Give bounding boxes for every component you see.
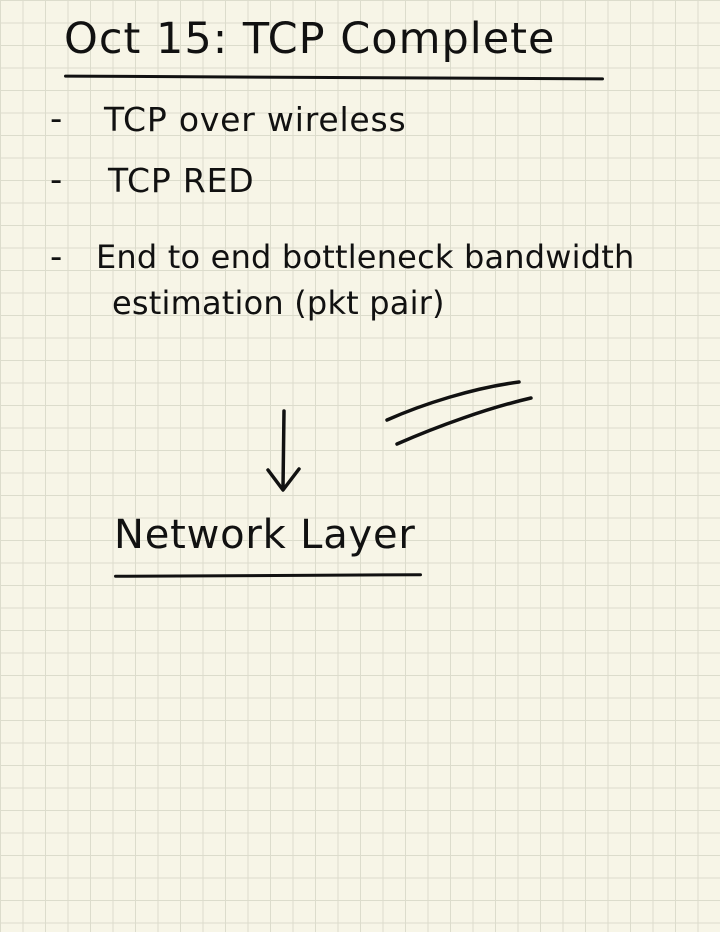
page-title: Oct 15: TCP Complete <box>64 14 556 64</box>
down-arrow-icon <box>266 409 301 492</box>
title-underline <box>63 74 605 81</box>
bullet-item-tcp-over-wireless: TCP over wireless <box>104 100 407 139</box>
bullet-marker: - <box>50 160 63 200</box>
bullet-item-tcp-red: TCP RED <box>108 161 255 200</box>
heading-underline <box>113 573 423 578</box>
bullet-item-bandwidth-estimation-line2: estimation (pkt pair) <box>112 284 445 322</box>
bullet-marker: - <box>50 237 63 277</box>
bullet-marker: - <box>50 99 63 139</box>
bullet-item-bandwidth-estimation-line1: End to end bottleneck bandwidth <box>96 238 635 276</box>
double-stroke-mark <box>385 380 533 446</box>
section-heading: Network Layer <box>114 512 416 558</box>
